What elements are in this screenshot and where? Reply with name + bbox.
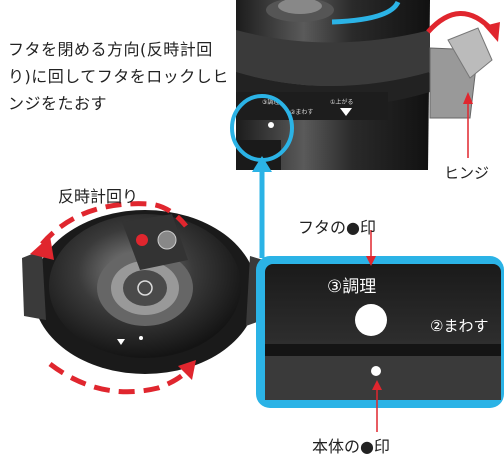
detail-step3-label: ③調理 xyxy=(327,277,377,297)
detail-panel xyxy=(256,256,504,408)
cooker-top-view xyxy=(22,210,270,374)
mark-pointers xyxy=(366,230,382,432)
hinge-label: ヒンジ xyxy=(444,164,490,182)
instruction-text: フタを閉める方向(反時計回り)に回してフタをロックしヒンジをたおす xyxy=(8,40,229,113)
body-mark-label: 本体の●印 xyxy=(312,437,390,456)
lid-mark-label: フタの●印 xyxy=(298,218,376,237)
zoom-callout xyxy=(230,94,294,258)
rotation-arrows xyxy=(30,201,196,395)
cooker-side-view: ③調理 ②まわす ①上がる xyxy=(236,0,500,170)
rotation-direction-label: 反時計回り xyxy=(58,187,139,206)
detail-step2-label: ②まわす xyxy=(430,317,489,335)
svg-text:③調理: ③調理 xyxy=(262,98,279,106)
svg-text:②まわす: ②まわす xyxy=(290,109,313,116)
svg-text:①上がる: ①上がる xyxy=(330,98,353,106)
